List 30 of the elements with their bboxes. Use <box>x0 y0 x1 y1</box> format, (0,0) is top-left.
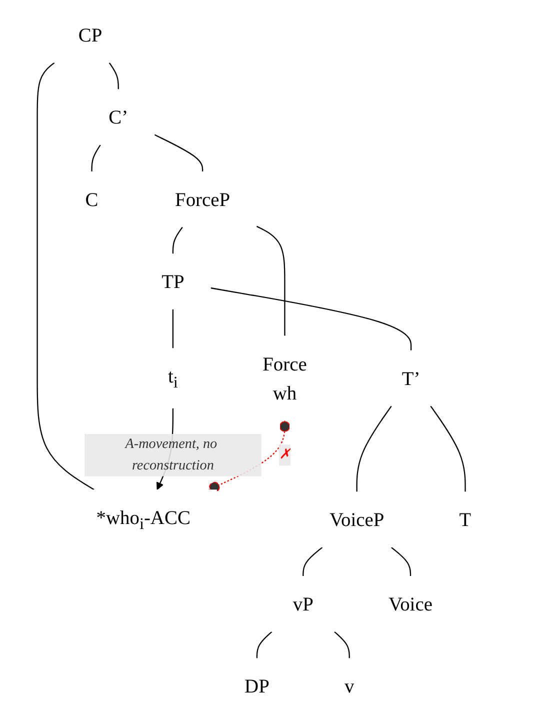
connector <box>91 144 101 172</box>
node-text: v <box>344 675 354 698</box>
connector <box>154 134 204 172</box>
node-text: DP <box>244 675 270 698</box>
node-text: TP <box>162 270 184 293</box>
connector <box>172 226 183 254</box>
node-text: T’ <box>402 367 420 390</box>
node-text: VoiceP <box>329 508 384 531</box>
connector <box>210 287 412 350</box>
node-text: CP <box>78 24 102 46</box>
connector <box>391 546 412 576</box>
node-text: Force wh <box>262 352 307 404</box>
connector <box>430 406 466 492</box>
node-text: vP <box>292 592 314 615</box>
node-text: C <box>85 188 98 210</box>
node-text: t$_{i}$ <box>168 365 178 391</box>
node-text: ForceP <box>175 188 230 210</box>
connector <box>334 631 350 658</box>
node-text: *who$_{i}$-ACC <box>96 506 190 532</box>
edge-label: A-movement, no reconstruction <box>125 436 218 473</box>
connector <box>172 309 174 348</box>
connector <box>108 62 119 90</box>
connector <box>36 62 94 490</box>
node-text: T <box>459 508 472 531</box>
connector <box>256 631 272 658</box>
node-text: Voice <box>388 592 432 615</box>
connector <box>302 546 323 576</box>
node-text: C’ <box>108 106 128 128</box>
connector <box>356 406 392 492</box>
connector <box>256 226 286 336</box>
